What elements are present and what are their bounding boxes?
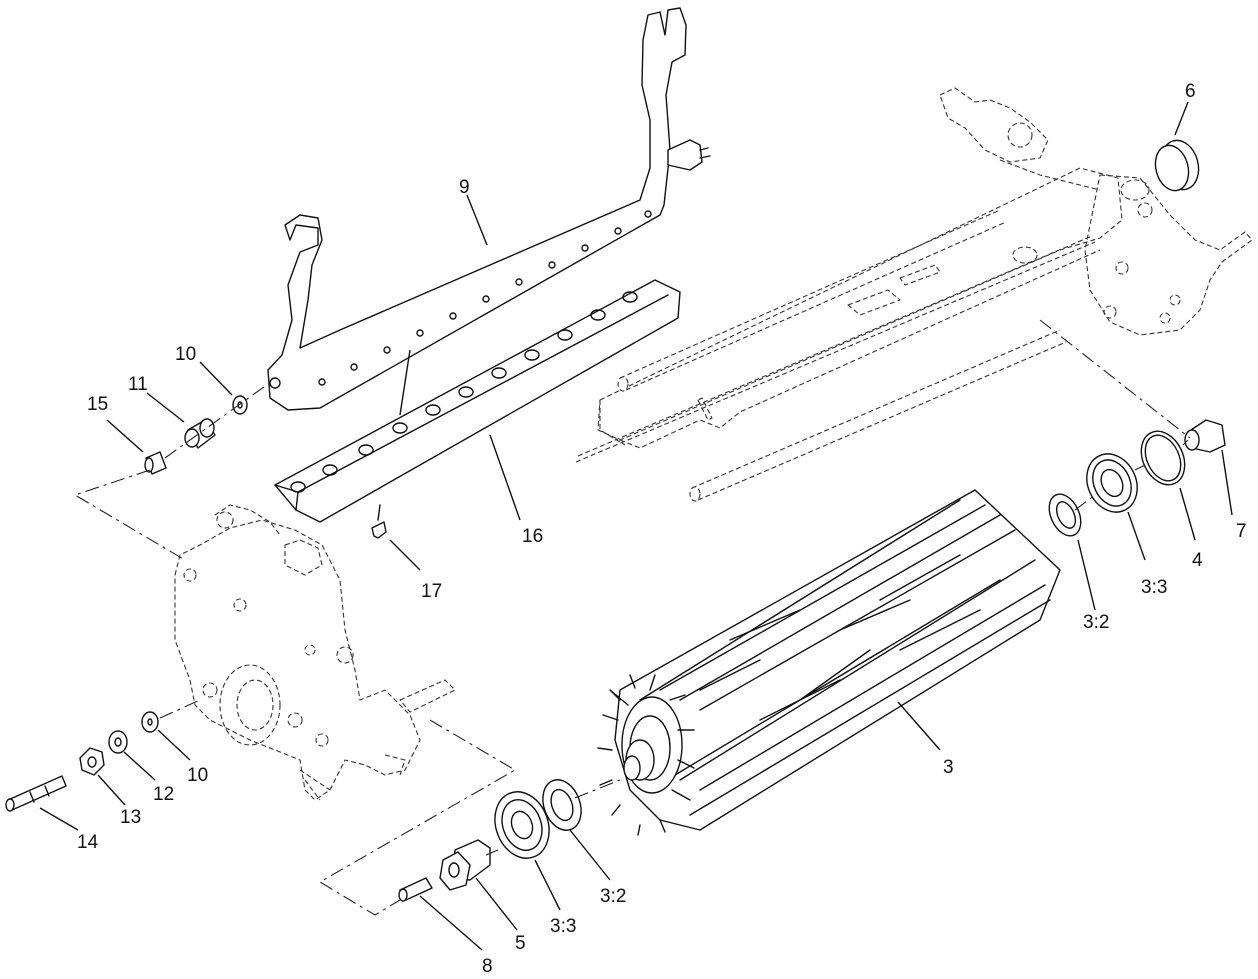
part-7-nut-fitting [1184,419,1226,453]
callout-10-top: 10 [175,344,196,365]
part-6-cap [1154,139,1200,192]
part-13-nut [79,747,105,776]
callout-8: 8 [482,956,493,977]
callout-12: 12 [153,784,174,805]
callout-3: 3 [943,757,954,778]
part-3-2-seal-right [1048,493,1082,537]
part-10-washer-bottom [141,711,159,733]
ghost-frame-assembly [575,87,1253,502]
part-17-screw [371,504,387,539]
part-16-bedknife [274,279,681,523]
leader-lines [39,101,1233,951]
assembly-centerlines [73,319,1191,916]
part-3-2-seal-left [542,779,582,831]
callout-17: 17 [421,581,442,602]
callout-9: 9 [459,177,470,198]
part-3-3-bearing-right [1086,453,1138,513]
part-14-bolt [5,775,67,812]
callout-15: 15 [87,394,108,415]
part-5-nut-fitting [439,839,491,891]
callout-5: 5 [515,933,526,954]
part-12-washer [108,730,128,754]
callout-16: 16 [522,526,543,547]
part-4-o-ring [1140,430,1186,486]
callout-3-2-left: 3:2 [600,886,626,907]
callout-10-bottom: 10 [187,765,208,786]
callout-13: 13 [120,807,141,828]
callout-6: 6 [1185,81,1196,102]
callout-4: 4 [1192,550,1203,571]
part-3-3-bearing-left [494,791,550,859]
part-9-yoke-bar [267,7,711,411]
callout-7: 7 [1236,521,1247,542]
callout-14: 14 [77,832,99,853]
callout-3-3-left: 3:3 [550,916,576,937]
callout-labels: 9 6 10 11 15 16 17 7 4 3:3 3:2 3 10 12 1… [77,81,1247,977]
part-10-washer-top [232,395,248,415]
callout-3-2-right: 3:2 [1083,612,1109,633]
ghost-side-plate [174,504,456,801]
part-3-reel [597,489,1061,836]
callout-3-3-right: 3:3 [1141,577,1167,598]
callout-11: 11 [128,374,148,395]
part-15-spacer [144,451,167,475]
part-8-stud [398,877,433,902]
part-11-bushing [184,418,216,449]
